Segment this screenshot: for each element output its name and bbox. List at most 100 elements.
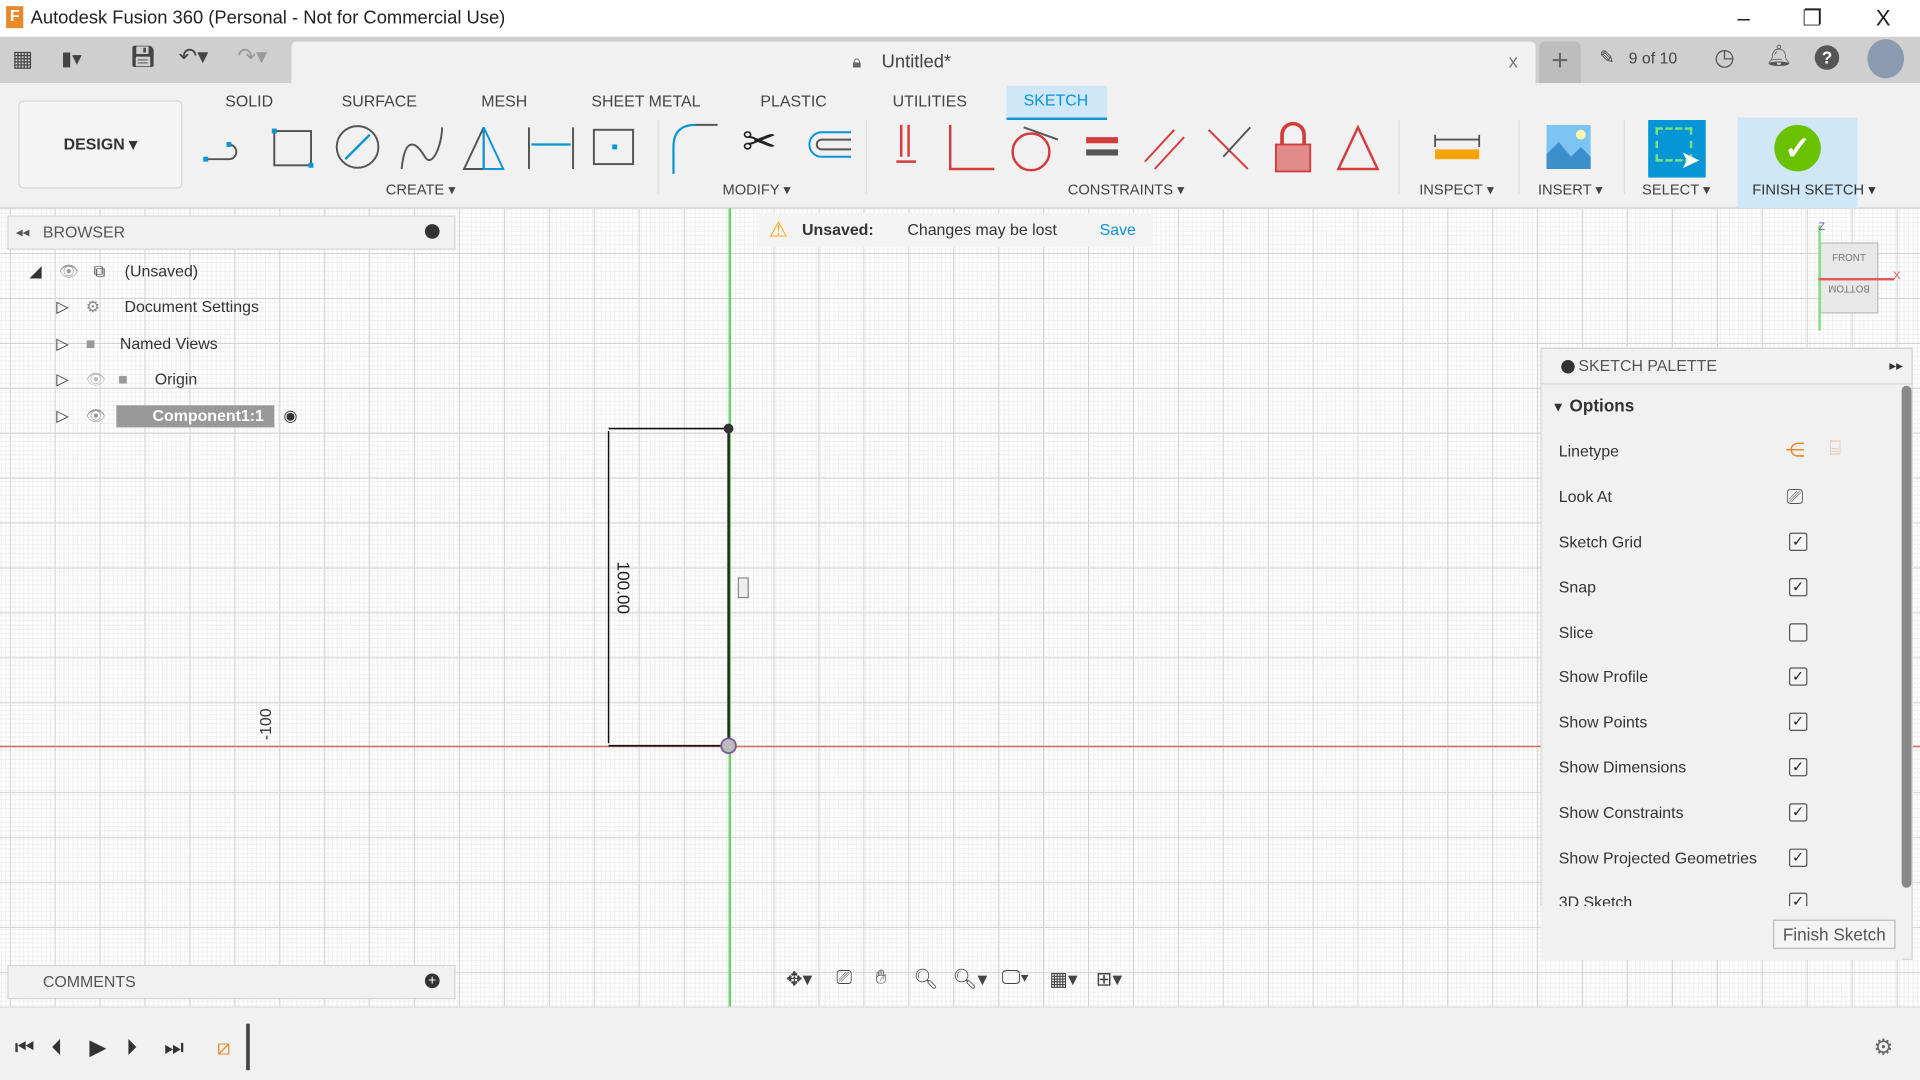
tab-utilities[interactable]: UTILITIES bbox=[892, 91, 967, 111]
rectangle-tool-icon[interactable] bbox=[267, 120, 321, 174]
orbit-icon[interactable]: ✥▾ bbox=[786, 969, 813, 991]
offset-tool-icon[interactable] bbox=[800, 120, 854, 174]
sketch-timeline-feature-icon[interactable]: ⧄ bbox=[216, 1034, 231, 1060]
select-tool-icon[interactable]: ➤ bbox=[1648, 120, 1706, 178]
fix-lock-icon[interactable] bbox=[1266, 120, 1320, 174]
grid-settings-icon[interactable]: ▦▾ bbox=[1049, 969, 1078, 991]
coincident-constraint-icon[interactable] bbox=[879, 120, 933, 174]
tab-mesh[interactable]: MESH bbox=[481, 91, 528, 111]
options-section[interactable]: ▼ Options bbox=[1551, 396, 1634, 416]
origin-point[interactable] bbox=[720, 737, 737, 754]
palette-option-checkbox[interactable]: ✓ bbox=[1788, 532, 1808, 552]
save-icon[interactable]: 💾︎ bbox=[129, 45, 157, 69]
dimension-tool-icon[interactable] bbox=[524, 120, 578, 174]
fit-zoom-icon[interactable]: 🔍︎▾ bbox=[952, 969, 988, 991]
browser-item-document-settings[interactable]: ▷⚙Document Settings bbox=[56, 293, 259, 322]
tab-surface[interactable]: SURFACE bbox=[341, 91, 417, 111]
minimize-button[interactable]: – bbox=[1737, 6, 1750, 31]
collapse-browser-icon[interactable]: ◂◂ bbox=[15, 225, 30, 241]
tab-solid[interactable]: SOLID bbox=[225, 91, 274, 111]
equal-constraint-icon[interactable] bbox=[1074, 120, 1128, 174]
restore-button[interactable]: ❐ bbox=[1802, 6, 1823, 31]
save-link[interactable]: Save bbox=[1099, 220, 1136, 239]
apps-grid-icon[interactable]: ▦ bbox=[12, 46, 34, 72]
insert-image-icon[interactable] bbox=[1542, 120, 1596, 174]
redo-icon[interactable]: ↷▾ bbox=[237, 44, 268, 69]
look-at-icon[interactable]: ⎚ bbox=[1786, 484, 1804, 509]
palette-option-checkbox[interactable]: ✓ bbox=[1788, 848, 1808, 867]
insert-menu[interactable]: INSERT ▾ bbox=[1537, 181, 1603, 199]
browser-item-named-views[interactable]: ▷■Named Views bbox=[56, 329, 217, 358]
expand-arrow-icon[interactable]: ▷ bbox=[56, 406, 69, 425]
circle-tool-icon[interactable] bbox=[331, 120, 385, 174]
palette-option-checkbox[interactable]: ✓ bbox=[1788, 803, 1808, 822]
finish-sketch-button[interactable]: ✓ FINISH SKETCH ▾ bbox=[1737, 117, 1876, 209]
point-tool-icon[interactable] bbox=[589, 120, 643, 174]
browser-item-root[interactable]: ◢👁︎⧉(Unsaved) bbox=[29, 257, 198, 286]
close-button[interactable]: X bbox=[1875, 6, 1891, 31]
browser-item-component[interactable]: ▷👁︎Component1:1◉ bbox=[56, 402, 297, 431]
minimize-panel-icon[interactable] bbox=[424, 224, 440, 239]
step-forward-icon[interactable]: ⏵ bbox=[126, 1034, 138, 1060]
mirror-tool-icon[interactable] bbox=[459, 120, 513, 174]
look-at-nav-icon[interactable]: ⎚ bbox=[836, 967, 853, 989]
clock-icon[interactable]: ◷ bbox=[1714, 45, 1735, 72]
minimize-panel-icon[interactable] bbox=[1561, 360, 1575, 374]
expand-arrow-icon[interactable]: ▷ bbox=[56, 369, 69, 389]
zoom-icon[interactable]: 🔍︎ bbox=[913, 969, 939, 991]
finish-sketch-palette-button[interactable]: Finish Sketch bbox=[1773, 919, 1896, 949]
line-tool-icon[interactable] bbox=[202, 120, 256, 174]
tab-sketch[interactable]: SKETCH bbox=[1006, 85, 1107, 121]
pan-hand-icon[interactable]: ✋︎ bbox=[875, 967, 887, 989]
file-menu-icon[interactable]: ▮▾ bbox=[61, 48, 82, 70]
expand-panel-icon[interactable]: ▸▸ bbox=[1889, 358, 1903, 374]
palette-scrollbar[interactable] bbox=[1901, 385, 1912, 888]
play-icon[interactable]: ▶ bbox=[89, 1034, 107, 1060]
display-settings-icon[interactable]: 🖵▾ bbox=[1001, 967, 1029, 989]
collapse-arrow-icon[interactable]: ▼ bbox=[1551, 400, 1565, 416]
go-to-start-icon[interactable]: ⏮ bbox=[14, 1034, 35, 1060]
tangent-constraint-icon[interactable] bbox=[1007, 120, 1061, 174]
jobs-icon[interactable]: ✎ bbox=[1599, 47, 1615, 69]
document-tab[interactable]: 🔒︎ Untitled* x bbox=[291, 41, 1536, 84]
jobs-status[interactable]: 9 of 10 bbox=[1628, 48, 1678, 68]
vertical-constraint-glyph[interactable] bbox=[737, 577, 749, 599]
user-avatar[interactable] bbox=[1867, 39, 1905, 79]
spline-tool-icon[interactable] bbox=[396, 120, 450, 174]
sketch-point[interactable] bbox=[723, 423, 734, 434]
expand-arrow-icon[interactable]: ◢ bbox=[29, 262, 42, 281]
perpendicular-constraint-icon[interactable] bbox=[943, 120, 997, 174]
timeline-settings-gear-icon[interactable]: ⚙ bbox=[1873, 1034, 1894, 1060]
inspect-menu[interactable]: INSPECT ▾ bbox=[1419, 181, 1495, 199]
notification-bell-icon[interactable]: 🔔︎ bbox=[1765, 44, 1793, 68]
help-icon[interactable]: ? bbox=[1814, 45, 1840, 70]
expand-arrow-icon[interactable]: ▷ bbox=[56, 334, 69, 353]
new-tab-button[interactable]: + bbox=[1539, 41, 1581, 84]
select-menu[interactable]: SELECT ▾ bbox=[1642, 181, 1711, 199]
trim-scissors-icon[interactable]: ✂ bbox=[742, 118, 777, 166]
tab-sheet-metal[interactable]: SHEET METAL bbox=[591, 91, 701, 111]
palette-option-checkbox[interactable]: ✓ bbox=[1788, 667, 1808, 687]
modify-menu[interactable]: MODIFY ▾ bbox=[722, 181, 791, 199]
constraints-menu[interactable]: CONSTRAINTS ▾ bbox=[1067, 181, 1185, 199]
visibility-eye-icon[interactable]: 👁︎ bbox=[85, 406, 106, 425]
tab-plastic[interactable]: PLASTIC bbox=[760, 91, 827, 111]
add-comment-icon[interactable]: + bbox=[424, 973, 440, 989]
step-back-icon[interactable]: ⏴ bbox=[51, 1034, 63, 1060]
centerline-linetype-icon[interactable]: ⌸ bbox=[1829, 438, 1842, 460]
fillet-tool-icon[interactable] bbox=[669, 120, 723, 174]
palette-option-checkbox[interactable]: ✓ bbox=[1788, 577, 1808, 597]
construction-linetype-icon[interactable]: ⋲ bbox=[1785, 440, 1805, 462]
dimension-value[interactable]: 100.00 bbox=[613, 561, 634, 614]
expand-arrow-icon[interactable]: ▷ bbox=[56, 297, 69, 316]
timeline-marker[interactable] bbox=[246, 1023, 250, 1071]
activate-radio-icon[interactable]: ◉ bbox=[283, 406, 298, 425]
create-menu[interactable]: CREATE ▾ bbox=[385, 181, 456, 199]
hidden-eye-icon[interactable]: 👁︎ bbox=[85, 369, 106, 389]
symmetry-constraint-icon[interactable] bbox=[1331, 120, 1385, 174]
viewports-icon[interactable]: ⊞▾ bbox=[1095, 969, 1123, 991]
workspace-switcher[interactable]: DESIGN ▾ bbox=[18, 100, 183, 189]
palette-option-checkbox[interactable]: ✓ bbox=[1788, 757, 1808, 777]
close-tab-button[interactable]: x bbox=[1508, 51, 1518, 73]
